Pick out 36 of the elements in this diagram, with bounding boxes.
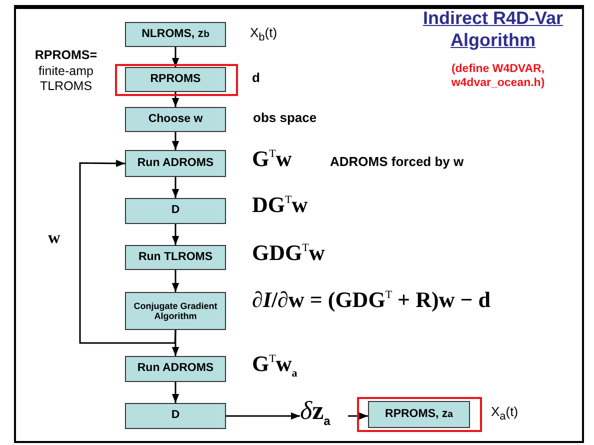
arrow bbox=[172, 382, 180, 403]
annotation: ADROMS forced by w bbox=[330, 154, 464, 169]
title: Indirect R4D-Var Algorithm bbox=[422, 8, 564, 52]
process-box: Conjugate Gradient Algorithm bbox=[125, 292, 226, 330]
arrow bbox=[348, 412, 368, 420]
annotation: d bbox=[252, 70, 260, 85]
process-box: RPROMS bbox=[125, 67, 226, 92]
arrow bbox=[226, 412, 300, 420]
arrow bbox=[172, 92, 180, 107]
process-box: Run ADROMS bbox=[125, 150, 226, 177]
arrow bbox=[172, 132, 180, 150]
highlight-frame bbox=[357, 397, 482, 432]
arrow bbox=[172, 177, 180, 198]
side-note: RPROMS= finite-amp TLROMS bbox=[34, 48, 98, 95]
highlight-frame bbox=[115, 64, 238, 96]
process-box: Choose w bbox=[125, 107, 226, 132]
arrow bbox=[172, 270, 180, 292]
math-expression: δz$_{a}$ bbox=[300, 396, 330, 428]
process-box: Run TLROMS bbox=[125, 245, 226, 270]
annotation: X$_{a}$(t) bbox=[491, 404, 518, 423]
annotation: obs space bbox=[253, 110, 317, 125]
math-expression: G$^{T}$w$_{a}$ bbox=[252, 351, 298, 380]
math-expression: ∂I/∂w = (GDG$^{T}$ + R)w − d bbox=[252, 287, 490, 313]
subtitle-note: (define W4DVAR, w4dvar_ocean.h) bbox=[450, 63, 546, 91]
arrow bbox=[172, 47, 180, 67]
math-expression: DG$^{T}$w bbox=[252, 192, 308, 218]
process-box: Run ADROMS bbox=[125, 356, 226, 382]
edge-label: w bbox=[48, 228, 60, 248]
annotation: X$_{b}$(t) bbox=[250, 25, 278, 44]
arrow bbox=[172, 330, 180, 356]
math-expression: GDG$^{T}$w bbox=[252, 240, 325, 266]
process-box: D bbox=[125, 403, 226, 429]
arrow bbox=[172, 224, 180, 245]
process-box: D bbox=[125, 198, 226, 224]
math-expression: G$^{T}$w bbox=[252, 146, 292, 172]
arrow bbox=[79, 160, 176, 344]
